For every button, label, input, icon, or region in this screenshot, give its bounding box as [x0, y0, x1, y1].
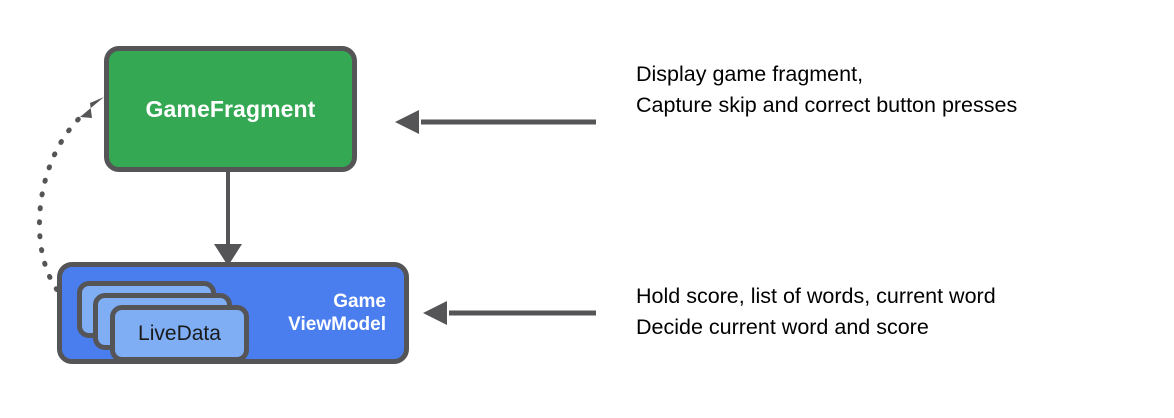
game-fragment-label: GameFragment — [145, 95, 316, 122]
fragment-note-arrow-group — [395, 110, 596, 134]
livedata-card-front[interactable]: LiveData — [110, 305, 249, 362]
fragment-note-arrow-head — [395, 110, 419, 134]
livedata-label: LiveData — [138, 321, 221, 345]
game-viewmodel-annotation: Hold score, list of words, current word … — [636, 284, 996, 339]
viewmodel-note-arrow-head — [423, 301, 447, 325]
game-fragment-annotation: Display game fragment, Capture skip and … — [636, 62, 1018, 117]
owns-arrow-group — [214, 172, 242, 266]
game-viewmodel-label: Game ViewModel — [288, 291, 386, 335]
viewmodel-note-arrow-group — [423, 301, 596, 325]
game-fragment-node[interactable]: GameFragment — [104, 46, 357, 172]
observe-arrow-head — [80, 97, 104, 118]
